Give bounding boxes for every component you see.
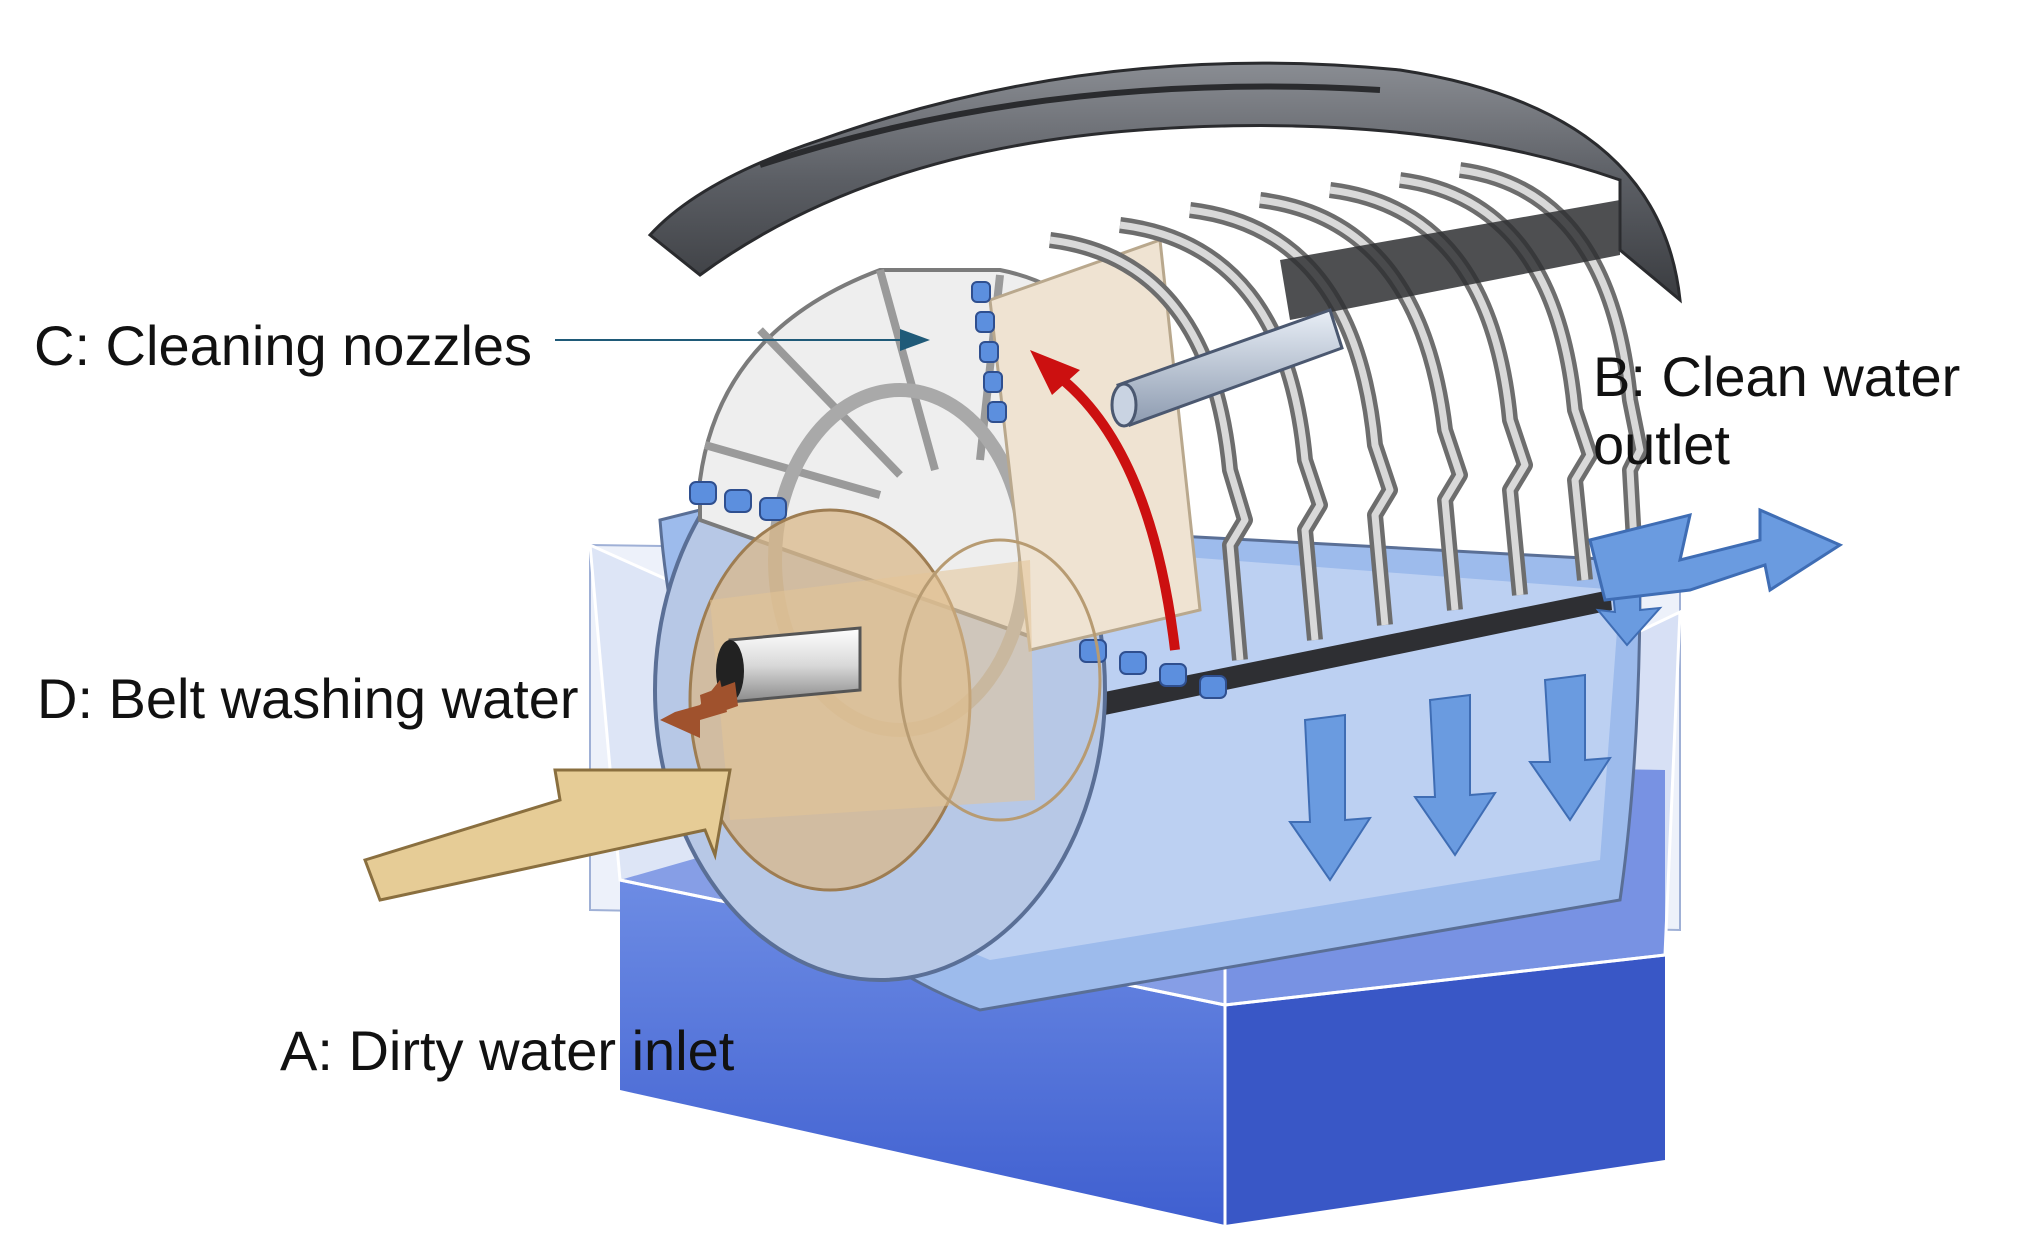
inlet-tube [688, 508, 1102, 892]
belt-washing-water-arrow [660, 680, 738, 738]
cleaning-nozzles [971, 281, 1007, 423]
clean-water-outlet-label: B: Clean water outlet [1593, 343, 1960, 480]
clean-water-outlet-label-line1: B: Clean water [1593, 345, 1961, 408]
belt-washing-water-label: D: Belt washing water [37, 667, 579, 730]
backwash-pipe [1110, 308, 1344, 428]
cleaning-nozzles-pointer-arrowhead [900, 329, 930, 351]
clean-water-outlet-arrow [1588, 507, 1844, 602]
cleaning-nozzles-label: C: Cleaning nozzles [34, 314, 533, 377]
dirty-water-inlet-label: A: Dirty water inlet [280, 1019, 735, 1082]
rotation-arrow [1047, 365, 1180, 651]
clean-water-arrows [1288, 558, 1663, 882]
clean-water-outlet-label-line2: outlet [1593, 413, 1730, 477]
dirty-water-inlet-arrow [363, 768, 732, 902]
rotation-arrowhead [1030, 350, 1080, 395]
drum-hood [647, 61, 1682, 320]
